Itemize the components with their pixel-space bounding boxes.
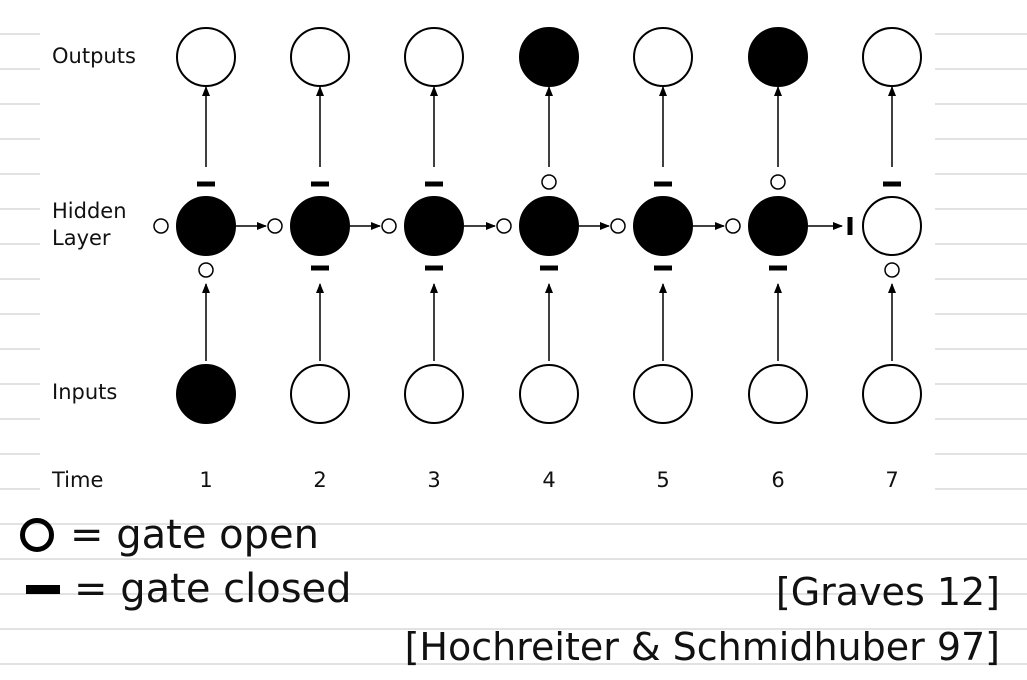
legend-closed-label: = gate closed [74,566,352,612]
input-gate-closed-6 [769,265,787,271]
output-gate-closed-2 [311,181,329,187]
output-gate-closed-5 [654,181,672,187]
citation-graves: [Graves 12] [775,570,1000,614]
output-gate-open-4 [541,174,557,190]
time-step-label-6: 6 [771,468,784,492]
forget-gate-open-6 [725,218,741,234]
forget-gate-open-2 [267,218,283,234]
forget-gate-open-3 [381,218,397,234]
input-gate-open-1 [198,262,214,278]
legend-open: = gate open [20,512,319,558]
hidden-row-label-line1: Hidden [52,199,127,223]
hidden-node-7 [862,196,922,256]
time-step-label-2: 2 [313,468,326,492]
hidden-node-3 [404,196,464,256]
time-step-label-7: 7 [885,468,898,492]
hidden-node-5 [633,196,693,256]
forget-gate-open-1 [153,218,169,234]
output-node-6 [748,27,808,87]
input-node-1 [176,364,236,424]
hidden-node-1 [176,196,236,256]
input-node-2 [290,364,350,424]
input-node-7 [862,364,922,424]
input-node-5 [633,364,693,424]
input-gate-closed-4 [540,265,558,271]
output-node-3 [404,27,464,87]
input-node-6 [748,364,808,424]
input-gate-closed-2 [311,265,329,271]
gate-closed-icon [26,584,60,594]
time-step-label-1: 1 [199,468,212,492]
output-node-1 [176,27,236,87]
time-step-label-5: 5 [656,468,669,492]
output-gate-closed-7 [883,181,901,187]
legend-open-label: = gate open [70,512,319,558]
input-node-4 [519,364,579,424]
legend-closed: = gate closed [26,566,352,612]
output-gate-closed-3 [425,181,443,187]
gate-open-icon [20,518,54,552]
inputs-row-label: Inputs [52,380,117,404]
time-row-label: Time [51,468,103,492]
citation-hochreiter: [Hochreiter & Schmidhuber 97] [404,625,1000,669]
output-gate-closed-1 [197,181,215,187]
hidden-node-6 [748,196,808,256]
outputs-row-label: Outputs [52,44,136,68]
time-step-label-4: 4 [542,468,555,492]
hidden-node-2 [290,196,350,256]
input-gate-open-7 [884,262,900,278]
forget-gate-closed-7 [847,217,853,235]
hidden-row-label-line2: Layer [52,226,111,250]
forget-gate-open-5 [610,218,626,234]
hidden-node-4 [519,196,579,256]
input-gate-closed-5 [654,265,672,271]
output-node-2 [290,27,350,87]
output-gate-open-6 [770,174,786,190]
diagram-elements: 1 2 3 4 5 6 7 [153,27,922,492]
output-node-7 [862,27,922,87]
lstm-gate-diagram: Outputs Hidden Layer Inputs Time 1 2 3 4 5 6 7 [51,27,922,492]
output-node-5 [633,27,693,87]
forget-gate-open-4 [496,218,512,234]
input-node-3 [404,364,464,424]
time-step-label-3: 3 [427,468,440,492]
input-gate-closed-3 [425,265,443,271]
output-node-4 [519,27,579,87]
